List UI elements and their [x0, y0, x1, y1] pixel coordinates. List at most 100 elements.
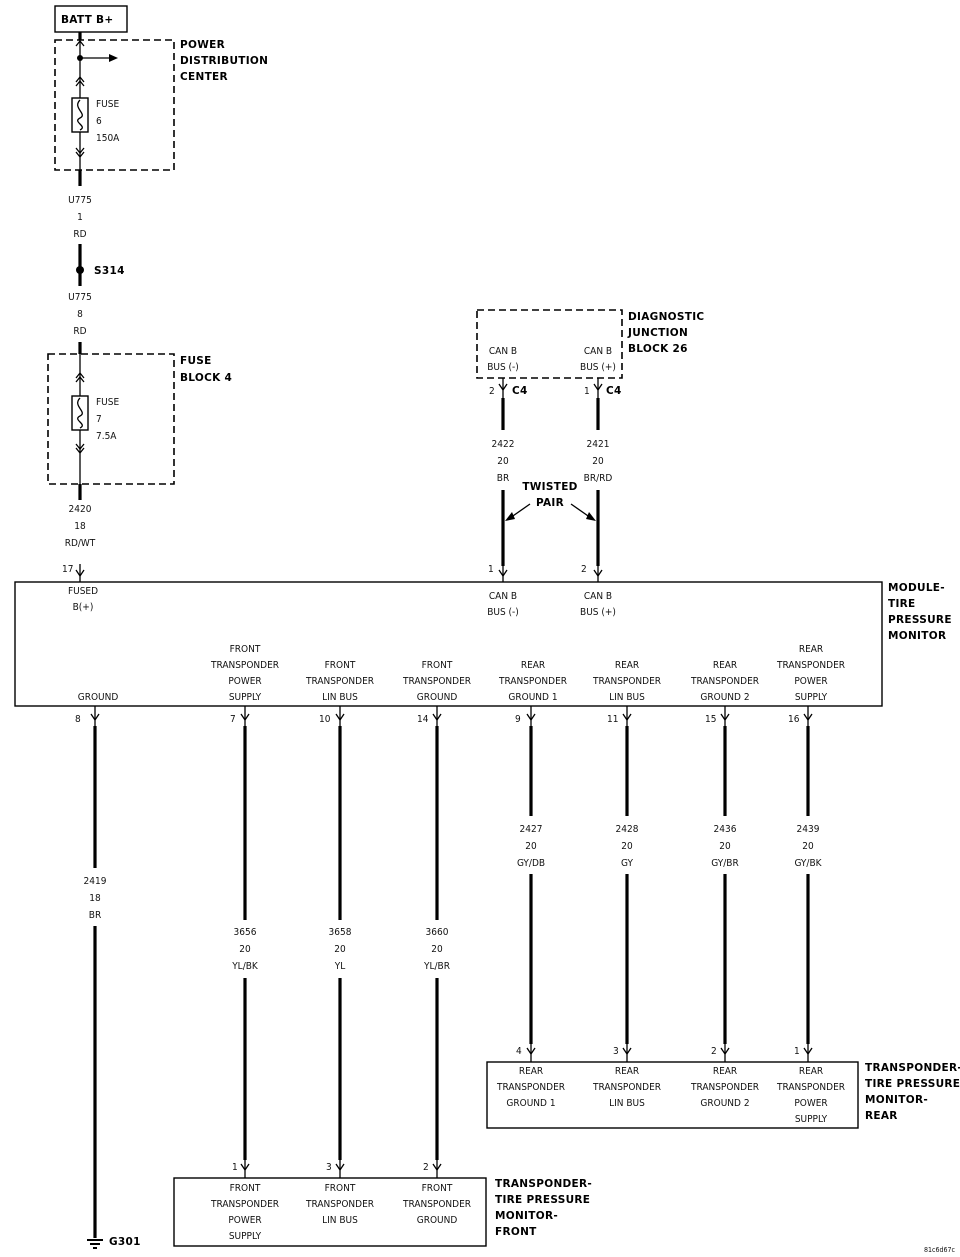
- module-fgnd-2: TRANSPONDER: [402, 676, 471, 687]
- pin-15: 15: [705, 714, 716, 725]
- pin-7: 7: [230, 714, 236, 725]
- front-pin-2: 2: [423, 1162, 429, 1173]
- module-canm-1: CAN B: [489, 591, 517, 602]
- rear-pin-2: 2: [711, 1046, 717, 1057]
- module-rg1-1: REAR: [521, 660, 545, 671]
- twisted-pair-label-2: PAIR: [536, 497, 564, 509]
- module-rps-1: REAR: [799, 644, 823, 655]
- wire-2419-gauge: 18: [89, 893, 101, 904]
- module-label-1: MODULE-: [888, 582, 945, 594]
- splice-label: S314: [94, 265, 125, 277]
- module-rg2-1: REAR: [713, 660, 737, 671]
- front-tx-label-2: TIRE PRESSURE: [495, 1194, 590, 1206]
- wire-2421-circuit: 2421: [587, 439, 610, 450]
- rear-pin-1: 1: [794, 1046, 800, 1057]
- pin-10: 10: [319, 714, 331, 725]
- module-rlin-2: TRANSPONDER: [592, 676, 661, 687]
- wire-3660-color: YL/BR: [423, 961, 450, 972]
- front-transponder-box: [173, 1177, 487, 1247]
- wire-3660-circuit: 3660: [426, 927, 449, 938]
- dlc-label-2: JUNCTION: [627, 327, 688, 339]
- module-fused-1: FUSED: [68, 586, 98, 597]
- rear-tx-label-3: MONITOR-: [865, 1094, 928, 1106]
- module-fps-1: FRONT: [230, 644, 261, 655]
- wire-2421-gauge: 20: [592, 456, 604, 467]
- fuse-block-label-1: FUSE: [180, 355, 212, 367]
- module-fused-2: B(+): [73, 602, 94, 613]
- rear-ps-2: TRANSPONDER: [776, 1082, 845, 1093]
- module-rg1-3: GROUND 1: [508, 692, 557, 703]
- wire-2428-gauge: 20: [621, 841, 633, 852]
- fuse-block-label-2: BLOCK 4: [180, 372, 232, 384]
- rear-lin-1: REAR: [615, 1066, 639, 1077]
- wire-3658-circuit: 3658: [329, 927, 352, 938]
- pdc-label-1: POWER: [180, 39, 225, 51]
- dlc-dashed-box: [476, 309, 623, 379]
- ground-symbol-icon: [87, 1239, 103, 1249]
- front-pin-1: 1: [232, 1162, 238, 1173]
- fuse-7-number: 7: [96, 414, 102, 425]
- rear-tx-label-1: TRANSPONDER-: [865, 1062, 960, 1074]
- module-canp-1: CAN B: [584, 591, 612, 602]
- module-rg1-2: TRANSPONDER: [498, 676, 567, 687]
- wire-2422-color: BR: [497, 473, 509, 484]
- front-lin-2: TRANSPONDER: [305, 1199, 374, 1210]
- pdc-label-3: CENTER: [180, 71, 228, 83]
- wire-2421-color: BR/RD: [584, 473, 613, 484]
- wire-2420-gauge: 18: [74, 521, 86, 532]
- dlc-pin-2: 2: [489, 386, 495, 397]
- module-fgnd-1: FRONT: [422, 660, 453, 671]
- module-label-4: MONITOR: [888, 630, 946, 642]
- dlc-pin-1: 1: [584, 386, 590, 397]
- front-gnd-2: TRANSPONDER: [402, 1199, 471, 1210]
- rear-g2-1: REAR: [713, 1066, 737, 1077]
- batt-box: [54, 5, 128, 33]
- wire-u775-8-circuit: U775: [68, 292, 92, 303]
- front-lin-1: FRONT: [325, 1183, 356, 1194]
- dlc-conn-c4-right: C4: [606, 385, 622, 397]
- front-pin-3: 3: [326, 1162, 332, 1173]
- module-fps-4: SUPPLY: [229, 692, 262, 703]
- pdc-dashed-box: [54, 39, 175, 171]
- module-ground: GROUND: [78, 692, 119, 703]
- wire-2419-circuit: 2419: [84, 876, 107, 887]
- wire-2427-color: GY/DB: [517, 858, 545, 869]
- wire-2422-gauge: 20: [497, 456, 509, 467]
- wire-3658-color: YL: [334, 961, 346, 972]
- module-flin-1: FRONT: [325, 660, 356, 671]
- rear-tx-label-2: TIRE PRESSURE: [865, 1078, 960, 1090]
- wire-2427-circuit: 2427: [520, 824, 543, 835]
- module-flin-3: LIN BUS: [322, 692, 358, 703]
- wire-3656-color: YL/BK: [231, 961, 259, 972]
- rear-pin-stubs: [526, 1044, 813, 1062]
- twisted-pair-arrow-right-icon: [586, 512, 596, 521]
- pin-11: 11: [607, 714, 618, 725]
- wire-2420-circuit: 2420: [69, 504, 92, 515]
- pin-17: 17: [62, 564, 73, 575]
- fuse-block-dashed-box: [47, 353, 175, 485]
- rear-transponder-box: [486, 1061, 859, 1129]
- wire-u775-8-color: RD: [73, 326, 86, 337]
- dlc-pin-minus-2: BUS (-): [487, 362, 519, 373]
- twisted-pair-arrow-left-icon: [505, 512, 515, 521]
- module-label-2: TIRE: [888, 598, 916, 610]
- module-rps-2: TRANSPONDER: [776, 660, 845, 671]
- module-rps-3: POWER: [794, 676, 827, 687]
- dlc-pin-minus-1: CAN B: [489, 346, 517, 357]
- front-ps-2: TRANSPONDER: [210, 1199, 279, 1210]
- fuse-6-number: 6: [96, 116, 102, 127]
- module-canm-2: BUS (-): [487, 607, 519, 618]
- module-flin-2: TRANSPONDER: [305, 676, 374, 687]
- module-box: [14, 581, 883, 707]
- pdc-arrow-icon: [109, 54, 118, 62]
- splice-dot: [76, 266, 84, 274]
- wire-u775-circuit: U775: [68, 195, 92, 206]
- wire-3660-gauge: 20: [431, 944, 443, 955]
- dlc-pin-plus-2: BUS (+): [580, 362, 616, 373]
- wire-2422-circuit: 2422: [492, 439, 515, 450]
- front-tx-label-4: FRONT: [495, 1226, 537, 1238]
- rear-ps-3: POWER: [794, 1098, 827, 1109]
- front-gnd-1: FRONT: [422, 1183, 453, 1194]
- module-fgnd-3: GROUND: [417, 692, 458, 703]
- wire-3656-gauge: 20: [239, 944, 251, 955]
